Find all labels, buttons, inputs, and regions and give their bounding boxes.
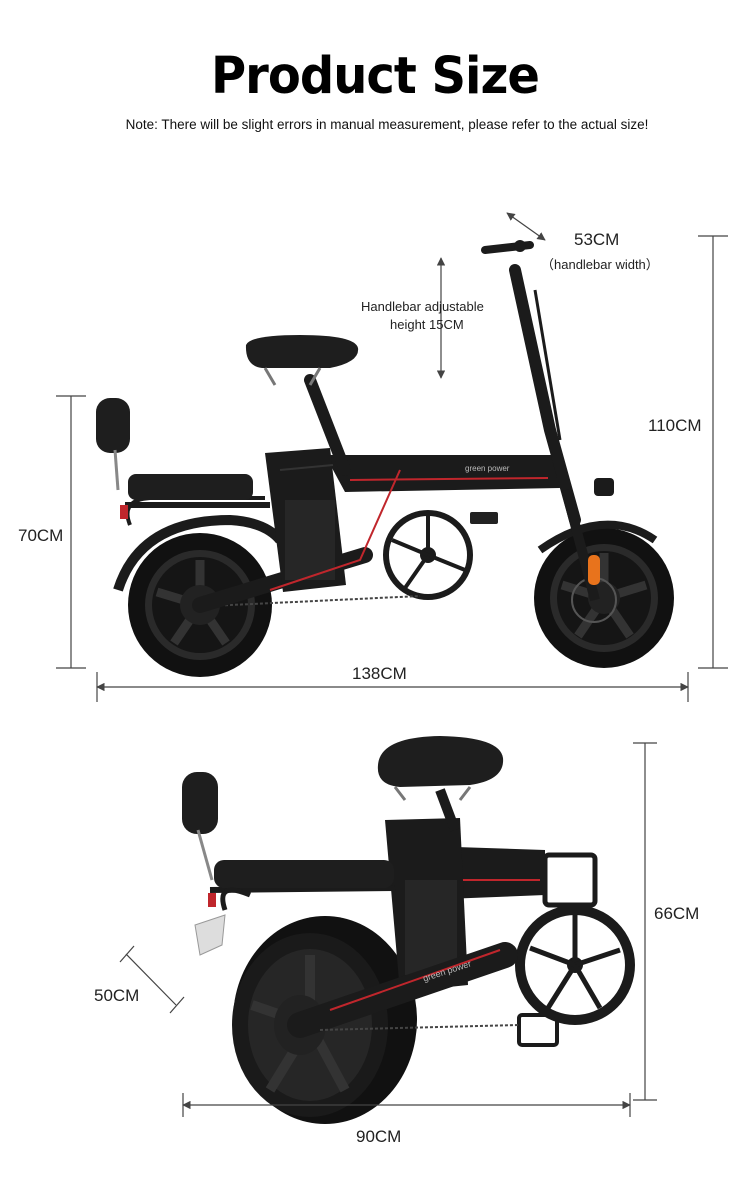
page-title: Product Size — [211, 46, 540, 106]
folded-view-bike — [182, 736, 635, 1124]
folded-width-label: 50CM — [94, 986, 140, 1005]
handlebar-width-label: 53CM — [574, 230, 620, 249]
folded-front-wheel — [515, 905, 635, 1025]
length-label: 138CM — [352, 664, 407, 683]
handlebar-adjust-line1: Handlebar adjustable — [361, 299, 484, 314]
seat-height-label: 70CM — [18, 526, 64, 545]
side-view-dimensions — [56, 212, 728, 702]
measurement-note: Note: There will be slight errors in man… — [125, 117, 649, 132]
folded-view-dimensions — [119, 742, 657, 1117]
front-wheel — [534, 528, 674, 668]
side-view-bike — [96, 240, 674, 677]
folded-length-label: 90CM — [356, 1127, 402, 1146]
handlebar-width-caption: （handlebar width） — [541, 257, 659, 272]
handlebar-adjust-line2: height 15CM — [390, 317, 464, 332]
folded-height-label: 66CM — [654, 904, 700, 923]
total-height-label: 110CM — [648, 416, 702, 435]
side-brand-label: green power — [465, 464, 510, 473]
